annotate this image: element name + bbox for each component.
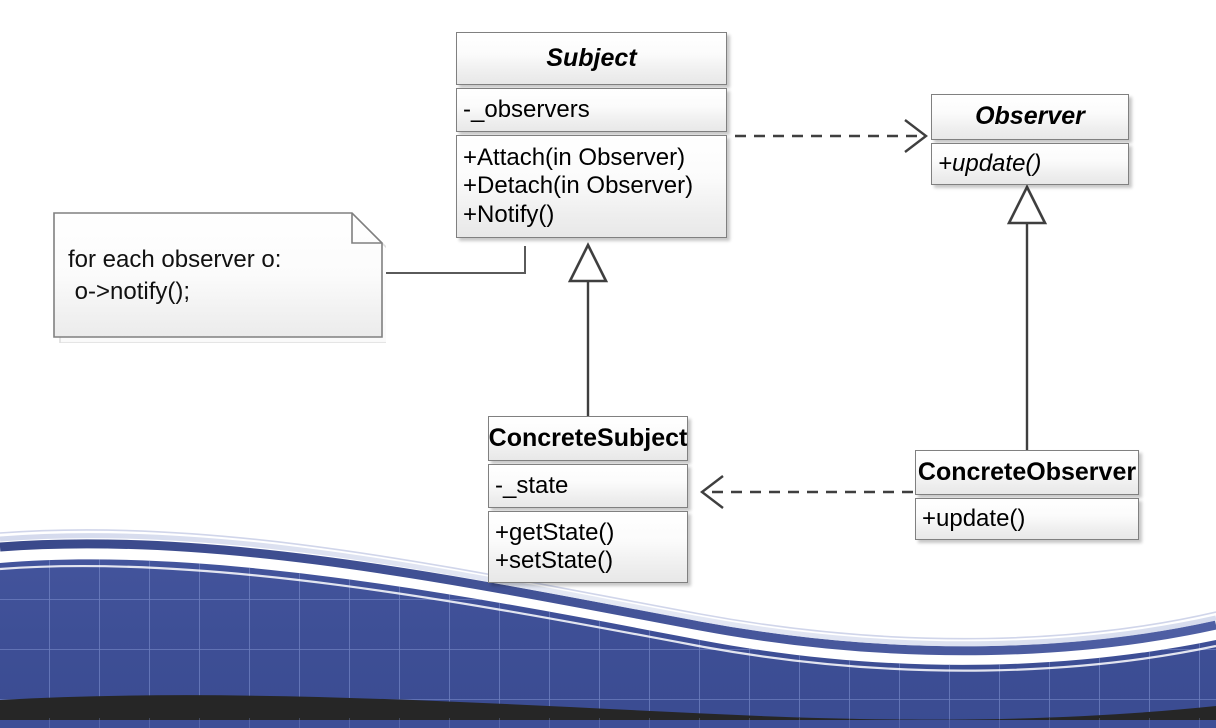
connector-concretesubject-extends-subject (567, 242, 609, 416)
attribute-item: -_observers (463, 95, 590, 123)
connector-note-anchor (386, 246, 526, 274)
operation-item: +update() (922, 504, 1026, 532)
note-box[interactable]: for each observer o: o->notify(); (52, 211, 386, 343)
operation-item: +Notify() (463, 200, 555, 228)
banner-dark-bar (0, 695, 1216, 728)
operation-item: +Attach(in Observer) (463, 144, 686, 172)
connector-concreteobserver-depends-concretesubject (700, 475, 913, 509)
class-title-observer: Observer (931, 94, 1129, 140)
class-title-concretesubject: ConcreteSubject (488, 416, 688, 461)
attribute-item: -_state (495, 471, 569, 499)
class-title-concreteobserver: ConcreteObserver (915, 450, 1139, 495)
class-attributes-concretesubject: -_state (488, 464, 688, 508)
class-box-subject[interactable]: Subject -_observers +Attach(in Observer)… (456, 32, 727, 238)
class-box-observer[interactable]: Observer +update() (931, 94, 1129, 185)
operation-item: +getState() (495, 518, 615, 546)
class-operations-concreteobserver: +update() (915, 498, 1139, 540)
note-line-1: for each observer o: (68, 246, 282, 273)
connector-concreteobserver-extends-observer (1006, 184, 1048, 450)
note-shape (53, 212, 386, 343)
class-operations-concretesubject: +getState() +setState() (488, 511, 688, 583)
connector-subject-depends-observer (735, 119, 928, 153)
class-operations-subject: +Attach(in Observer) +Detach(in Observer… (456, 135, 727, 238)
class-box-concreteobserver[interactable]: ConcreteObserver +update() (915, 450, 1139, 540)
operation-item: +setState() (495, 547, 614, 574)
operation-item: +Detach(in Observer) (463, 172, 694, 200)
note-line-2: o->notify(); (68, 278, 191, 305)
class-operations-observer: +update() (931, 143, 1129, 185)
operation-item: +update() (938, 149, 1042, 177)
class-title-subject: Subject (456, 32, 727, 85)
class-attributes-subject: -_observers (456, 88, 727, 132)
class-box-concretesubject[interactable]: ConcreteSubject -_state +getState() +set… (488, 416, 688, 583)
